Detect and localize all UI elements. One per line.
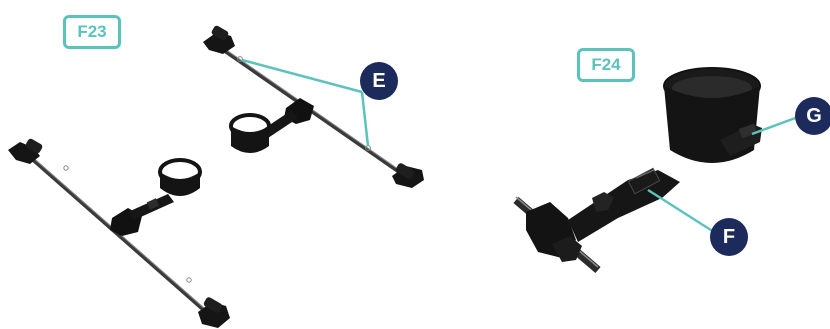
figure-label-f23: F23 <box>63 15 121 49</box>
left-strap-buckle <box>146 198 160 210</box>
middle-strap <box>262 110 298 138</box>
left-pin-lower <box>186 277 192 283</box>
left-pin-upper <box>63 165 69 171</box>
leader-e-lower <box>360 91 370 147</box>
leader-f <box>647 188 715 234</box>
closeup-clamp-base <box>552 236 582 262</box>
callout-badge-g: G <box>795 97 830 135</box>
closeup-buckle-f <box>627 167 661 195</box>
leader-e-upper <box>241 58 363 94</box>
middle-cup-ring-body <box>231 126 269 153</box>
callout-badge-e: E <box>360 62 398 100</box>
callout-e-leaders <box>241 58 370 147</box>
closeup-strap-curve <box>592 192 614 212</box>
left-cup-ring-body <box>160 172 200 196</box>
left-bar-rod <box>20 148 215 320</box>
callout-fg-leaders <box>647 115 799 234</box>
middle-bottom-clamp-knob <box>395 163 415 179</box>
closeup-strap-arm <box>568 170 680 242</box>
left-bottom-clamp-knob <box>203 297 223 313</box>
left-bottom-clamp <box>198 302 230 328</box>
left-top-clamp-knob <box>25 138 43 154</box>
closeup-assembly <box>513 67 762 274</box>
middle-top-clamp <box>203 32 235 54</box>
closeup-loop-buckle <box>738 123 758 139</box>
closeup-buckle-bar <box>635 169 655 179</box>
leader-g <box>751 115 799 136</box>
callout-badge-f: F <box>710 218 748 256</box>
left-bar-assembly <box>8 138 230 328</box>
figure-label-f24: F24 <box>577 48 635 82</box>
middle-bar-assembly <box>203 25 424 188</box>
closeup-cup-inner <box>672 76 752 100</box>
middle-top-clamp-knob <box>211 25 229 41</box>
